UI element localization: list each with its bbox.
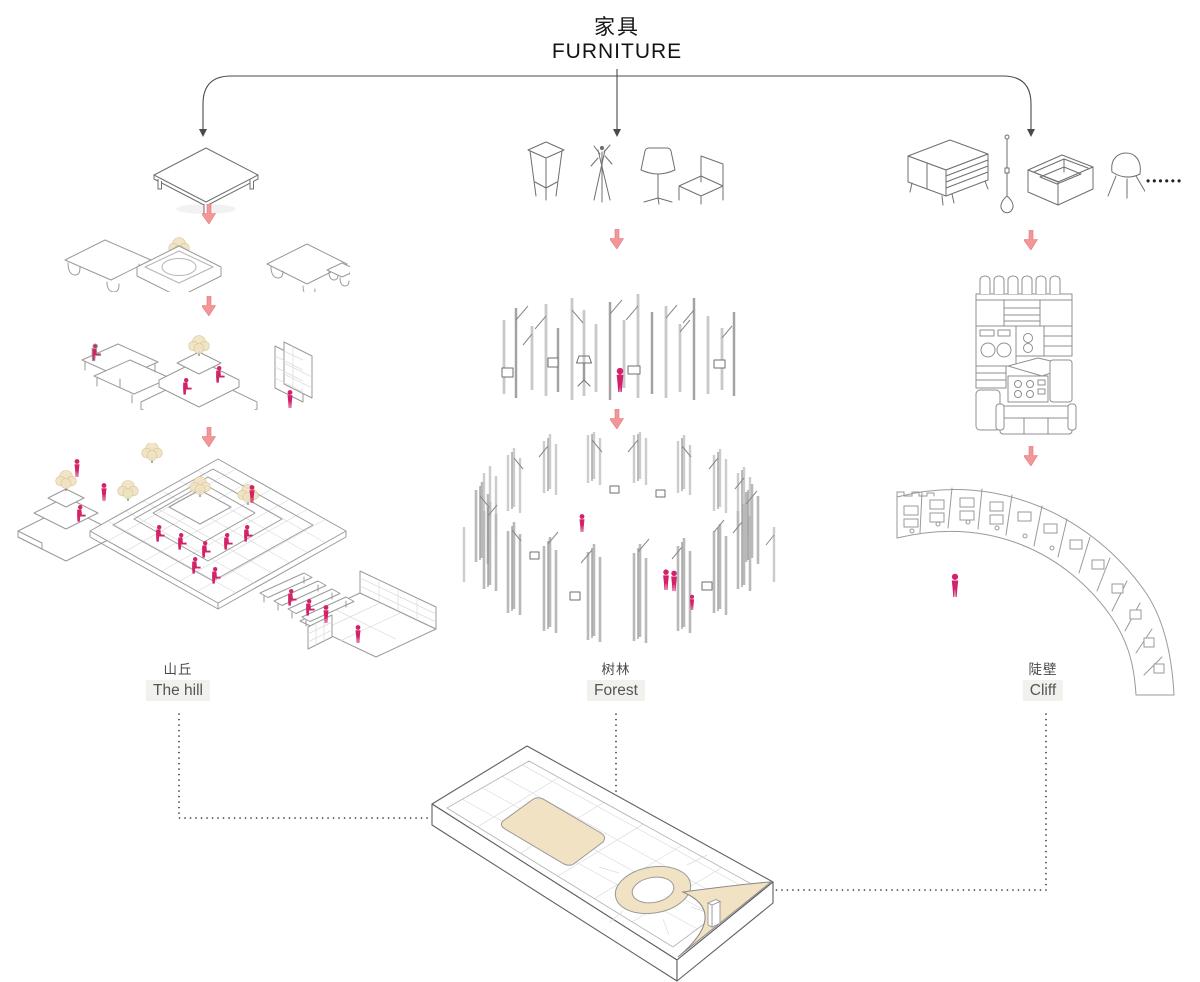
hill-zone xyxy=(500,797,606,866)
transform-arrow-icon xyxy=(610,409,624,429)
sofa-module xyxy=(995,403,1077,435)
cliff-modules xyxy=(903,497,1165,674)
cliff-source-icons xyxy=(907,134,1145,214)
title-cjk: 家具 xyxy=(593,16,640,39)
front-poles xyxy=(474,482,760,643)
tree-icon xyxy=(187,334,211,357)
stepped-platform-icon xyxy=(140,334,258,410)
cliff-dotted-link xyxy=(749,713,1047,891)
back-poles xyxy=(462,432,776,582)
lattice-shelf-icon xyxy=(274,341,313,408)
tree-icon xyxy=(55,469,78,492)
standing-figure xyxy=(951,573,959,597)
planter-table-icon xyxy=(136,236,222,292)
pole-grove-icon xyxy=(501,294,736,400)
bar-stool-icon xyxy=(527,141,565,201)
coat-rack-icon xyxy=(590,144,613,203)
pendant-lamp-icon xyxy=(1000,134,1014,214)
forest-zone-ring xyxy=(614,865,692,915)
forest-label-en: Forest xyxy=(587,679,645,702)
terraces xyxy=(89,458,347,610)
forest-label: 树林 Forest xyxy=(587,662,645,702)
sideboard-icon xyxy=(907,139,989,206)
radial-grid xyxy=(598,854,716,936)
curved-cliff-illustration xyxy=(896,487,1175,696)
stepped-benches-row xyxy=(81,334,313,410)
table-variations-row xyxy=(64,236,350,292)
branches xyxy=(515,299,733,346)
inner-tray xyxy=(446,760,756,948)
hill-label-cjk: 山丘 xyxy=(163,662,193,677)
tree-icon xyxy=(116,479,140,502)
hill-dotted-link xyxy=(178,713,493,819)
sofa-icon xyxy=(1027,154,1094,206)
cliff-label: 陡壁 Cliff xyxy=(1022,662,1064,702)
floor-lamp-icon xyxy=(640,147,676,205)
dotted-links xyxy=(178,713,1047,891)
standing-figure xyxy=(287,390,293,408)
top-branch-connector xyxy=(199,69,1035,137)
bench-rows xyxy=(259,572,355,627)
hill-terrace-illustration xyxy=(17,443,437,658)
floor-plan-illustration xyxy=(431,745,774,982)
furniture-stack-icon xyxy=(975,275,1077,435)
ellipsis-dots: •••••• xyxy=(1146,174,1184,188)
arrowheads xyxy=(199,129,1035,137)
small-table-icon xyxy=(326,262,350,287)
jar-row xyxy=(975,275,1073,301)
cliff-label-en: Cliff xyxy=(1022,679,1064,702)
branches xyxy=(479,439,775,564)
low-table-icon xyxy=(153,147,259,217)
wide-table-icon xyxy=(266,243,348,292)
hill-label: 山丘 The hill xyxy=(146,662,210,702)
plan-pillar xyxy=(706,899,722,928)
diagram-title: 家具 FURNITURE xyxy=(552,16,682,64)
transform-arrow-icon xyxy=(202,296,216,316)
forest-label-cjk: 树林 xyxy=(601,662,631,677)
transform-arrow-icon xyxy=(610,229,624,249)
forest-source-icons xyxy=(527,141,724,205)
lattice-walls xyxy=(307,570,437,650)
hill-label-en: The hill xyxy=(146,679,210,702)
cliff-zone xyxy=(677,881,773,958)
cabinet-modules xyxy=(975,325,1073,431)
armchair-icon xyxy=(1107,152,1145,199)
side-platform xyxy=(17,488,115,562)
cliff-top-notches xyxy=(896,491,935,498)
chair-icon xyxy=(678,155,724,205)
drawer-unit xyxy=(975,299,1073,327)
transform-arrow-icon xyxy=(1024,230,1038,250)
tree-icon xyxy=(140,443,164,464)
pole-ring-illustration xyxy=(462,432,776,643)
grove-furniture xyxy=(501,355,726,387)
title-en: FURNITURE xyxy=(551,40,683,64)
ring-furniture xyxy=(529,485,713,601)
cliff-label-cjk: 陡壁 xyxy=(1028,662,1058,677)
slab xyxy=(431,745,774,982)
